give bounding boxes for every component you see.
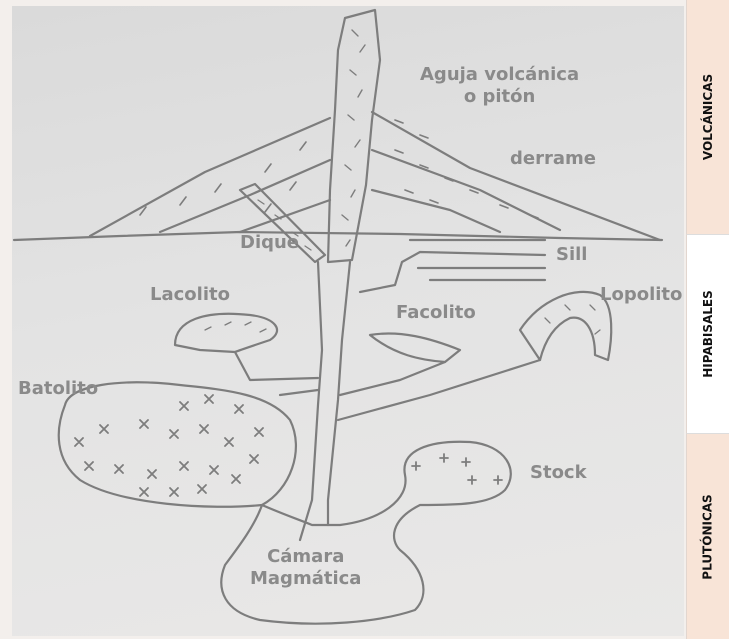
- lopolith-feeder: [338, 360, 540, 420]
- label-derrame: derrame: [510, 148, 596, 169]
- phacolith: [370, 333, 460, 362]
- tab-plutonicas-label: PLUTÓNICAS: [701, 494, 715, 579]
- laccolith-texture: [205, 322, 266, 332]
- stock-plus-signs: [412, 454, 502, 484]
- lopolith: [520, 292, 611, 360]
- igneous-bodies-diagram: [0, 0, 686, 639]
- batholith-crosses: [75, 395, 263, 496]
- label-aguja-line2: o pitón: [420, 86, 579, 108]
- lava-flow-line-right-2: [372, 190, 500, 232]
- laccolith-feeder: [235, 352, 318, 380]
- batholith-feeder: [280, 390, 318, 395]
- tab-plutonicas[interactable]: PLUTÓNICAS: [686, 434, 729, 639]
- label-stock: Stock: [530, 462, 587, 483]
- label-batolito: Batolito: [18, 378, 98, 399]
- label-aguja-line1: Aguja volcánica: [420, 64, 579, 86]
- label-dique: Dique: [240, 232, 299, 253]
- label-aguja-volcanica: Aguja volcánica o pitón: [420, 64, 579, 108]
- label-camara-magmatica: Cámara Magmática: [250, 546, 361, 590]
- volcano-flank-left: [90, 118, 330, 236]
- label-camara-line1: Cámara: [250, 546, 361, 568]
- lava-flow-line-left-2: [240, 200, 330, 232]
- rock-type-sidebar: VOLCÁNICAS HIPABISALES PLUTÓNICAS: [686, 0, 729, 639]
- volcanic-neck: [328, 10, 380, 262]
- laccolith: [175, 314, 277, 352]
- ground-surface: [14, 232, 662, 240]
- diagram-photo: Aguja volcánica o pitón derrame Dique Si…: [0, 0, 686, 639]
- label-camara-line2: Magmática: [250, 568, 361, 590]
- label-lopolito: Lopolito: [600, 284, 682, 305]
- lava-flow-ticks: [140, 120, 538, 218]
- sill-feeder: [360, 252, 545, 292]
- label-sill: Sill: [556, 244, 587, 265]
- magma-chamber: [221, 442, 510, 624]
- tab-volcanicas[interactable]: VOLCÁNICAS: [686, 0, 729, 234]
- tab-volcanicas-label: VOLCÁNICAS: [701, 74, 715, 160]
- tab-hipabisales-label: HIPABISALES: [701, 290, 715, 378]
- tab-hipabisales[interactable]: HIPABISALES: [686, 234, 729, 434]
- sill-lines: [410, 240, 545, 280]
- volcano-flank-right: [372, 112, 660, 240]
- label-facolito: Facolito: [396, 302, 476, 323]
- label-lacolito: Lacolito: [150, 284, 230, 305]
- phacolith-feeder: [340, 362, 445, 395]
- main-conduit-left: [300, 262, 322, 540]
